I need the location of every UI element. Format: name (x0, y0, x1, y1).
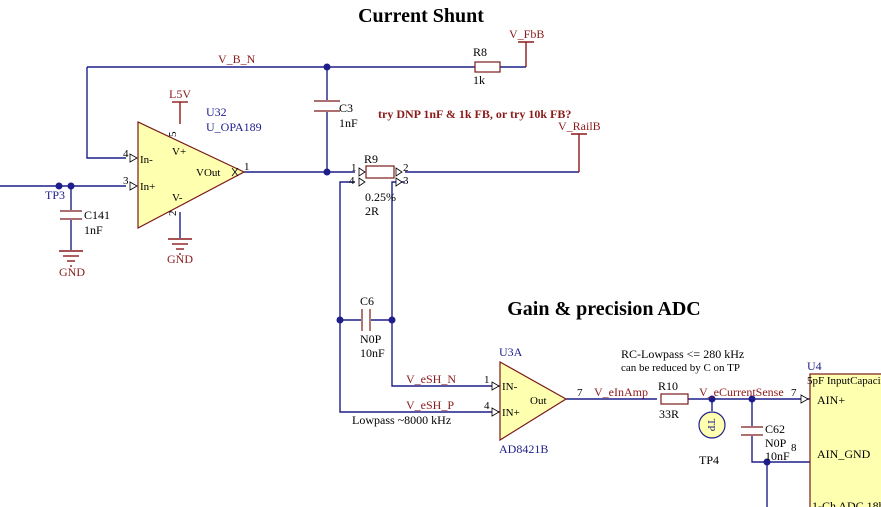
note-rc-lowpass-1: RC-Lowpass <= 280 kHz (621, 347, 744, 361)
capacitor-c62[interactable]: C62 N0P 10nF (741, 422, 790, 463)
testpoint-tp4[interactable]: TP TP4 (698, 411, 726, 467)
title-gain-adc: Gain & precision ADC (507, 298, 701, 320)
capacitor-c141[interactable]: C141 1nF (60, 208, 110, 237)
r9-pin-num-4: 4 (349, 175, 355, 187)
u3a-pin-num-1: 1 (484, 374, 490, 386)
u32-pin-num-3: 3 (123, 175, 129, 187)
u4-pin-num-7: 7 (791, 387, 797, 399)
l5v-label: L5V (169, 87, 191, 101)
u3a-part: AD8421B (499, 442, 548, 456)
gnd-c141: GND (59, 250, 85, 279)
tp3-ref: TP3 (45, 188, 65, 202)
u32-pin-inm: In- (140, 154, 153, 166)
c3-value: 1nF (339, 116, 358, 130)
net-v-b-n: V_B_N (218, 52, 256, 66)
u4-bottom-label: 1-Ch ADC 18bit (812, 499, 881, 507)
net-v-esh-n: V_eSH_N (406, 372, 456, 386)
u4-pin-num-8: 8 (791, 442, 797, 454)
u32-pin-num-4: 4 (123, 148, 129, 160)
resistor-r10[interactable]: R10 33R (658, 379, 689, 421)
r9-ref: R9 (364, 152, 378, 166)
u4-ref: U4 (807, 359, 822, 373)
r10-value: 33R (659, 407, 679, 421)
note-lowpass: Lowpass ~8000 kHz (352, 413, 451, 427)
u4-pin-ainp: AIN+ (817, 393, 845, 407)
r9-pin-num-1: 1 (351, 162, 357, 174)
gnd-u32-label: GND (167, 252, 193, 266)
net-v-einamp: V_eInAmp (594, 385, 648, 399)
r9-pin-num-3: 3 (403, 175, 409, 187)
r10-ref: R10 (658, 379, 678, 393)
resistor-r8[interactable]: R8 1k (473, 45, 501, 87)
note-fb-hint: try DNP 1nF & 1k FB, or try 10k FB? (378, 107, 571, 121)
note-rc-lowpass-2: can be reduced by C on TP (621, 362, 740, 374)
u3a-pin-out: Out (530, 395, 547, 407)
tp4-ref: TP4 (699, 453, 719, 467)
r9-pin-num-2: 2 (403, 162, 409, 174)
resistor-r9[interactable]: R9 1 2 3 4 0.25% 2R (349, 152, 409, 218)
net-v-ecurrentsense: V_eCurrentSense (699, 385, 784, 399)
adc-u4[interactable]: U4 5pF InputCapacitance AIN+ AIN_GND 7 8… (791, 359, 881, 507)
power-l5v: L5V (169, 87, 191, 103)
title-current-shunt: Current Shunt (358, 5, 484, 27)
u3a-pin-num-4: 4 (484, 400, 490, 412)
u32-pin-num-5: 5 (167, 131, 179, 137)
net-v-fbb: V_FbB (509, 27, 544, 41)
c62-dnp: N0P (765, 436, 787, 450)
c3-ref: C3 (339, 101, 353, 115)
capacitor-c6[interactable]: C6 N0P 10nF (360, 294, 385, 360)
gnd-c141-label: GND (59, 265, 85, 279)
u32-pin-out: VOut (196, 167, 220, 179)
c6-dnp: N0P (360, 332, 382, 346)
c141-ref: C141 (84, 208, 110, 222)
inamp-u3a[interactable]: IN- IN+ Out 1 4 7 U3A AD8421B (484, 345, 583, 456)
u32-pin-inp: In+ (140, 181, 155, 193)
u3a-pin-inp: IN+ (502, 407, 520, 419)
u4-cap-note: 5pF InputCapacitance (807, 375, 881, 387)
u32-ref: U32 (206, 105, 227, 119)
tp4-glyph: TP (705, 419, 717, 432)
r8-ref: R8 (473, 45, 487, 59)
r9-tolerance: 0.25% (365, 190, 396, 204)
c6-value: 10nF (360, 346, 385, 360)
u32-pin-num-1: 1 (244, 161, 250, 173)
r8-value: 1k (473, 73, 485, 87)
junctions (55, 63, 771, 466)
gnd-u32: GND (167, 238, 193, 266)
c141-value: 1nF (84, 223, 103, 237)
u3a-ref: U3A (499, 345, 523, 359)
r9-value: 2R (365, 204, 379, 218)
c62-value: 10nF (765, 449, 790, 463)
c6-ref: C6 (360, 294, 374, 308)
u3a-pin-inm: IN- (502, 381, 518, 393)
u32-pin-vm: V- (172, 192, 183, 204)
u32-pin-num-2: 2 (167, 211, 179, 217)
net-v-railb: V_RailB (558, 119, 601, 133)
opamp-u32[interactable]: In- In+ V+ V- VOut 4 3 1 5 2 U32 U_OPA18… (123, 105, 262, 229)
wires-current-shunt (0, 41, 587, 250)
wires-gain-adc (339, 181, 810, 507)
capacitor-c3[interactable]: C3 1nF (314, 100, 358, 130)
c62-ref: C62 (765, 422, 785, 436)
net-v-esh-p: V_eSH_P (406, 398, 454, 412)
u3a-pin-num-7: 7 (577, 387, 583, 399)
testpoint-tp3[interactable]: TP3 (45, 188, 65, 202)
u4-pin-aingnd: AIN_GND (817, 447, 871, 461)
u32-part: U_OPA189 (206, 120, 262, 134)
u32-pin-vp: V+ (172, 146, 186, 158)
